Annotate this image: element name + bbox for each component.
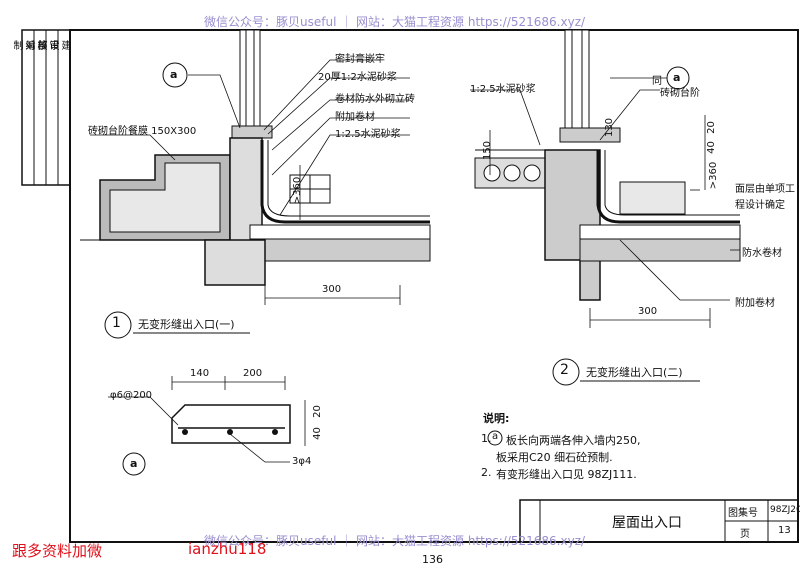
detail-a-rebar-main: φ6@200 [110, 390, 153, 401]
red-contact-right: ianzhu118 [188, 540, 267, 558]
detail-a-dim: 40 [311, 427, 323, 440]
note-ref-circle [487, 430, 503, 446]
detail2-dim: >360 [708, 161, 720, 190]
detail1-title-number: 1 [112, 315, 121, 331]
note-number: 1. [481, 432, 492, 445]
sheet-page-number: 13 [778, 525, 791, 536]
watermark-bottom: 微信公众号：豚贝useful ｜ 网站：大猫工程资源 https://52168… [204, 534, 586, 548]
note-text: 板长向两端各伸入墙内250, [506, 434, 641, 447]
detail2-label: 防水卷材 [742, 248, 782, 259]
detail2-dim: 300 [638, 306, 658, 317]
page-number: 136 [422, 553, 443, 566]
detail1-label: 附加卷材 [335, 112, 375, 123]
detail2-dim: 130 [604, 117, 616, 138]
detail-a-rebar-bottom: 3φ4 [292, 456, 312, 467]
detail-a-section [108, 376, 306, 476]
atlas-number: 98ZJ201 [770, 505, 800, 515]
detail2-label: 面层由单项工 [735, 184, 795, 195]
red-contact-left: 跟多资料加微 [12, 542, 103, 560]
detail2-label: 程设计确定 [735, 200, 785, 211]
note-text: 板采用C20 细石砼预制. [496, 451, 613, 464]
detail2-marker: a [673, 71, 681, 84]
detail-a-dim: 200 [243, 368, 263, 379]
note-number: 2. [481, 466, 492, 479]
detail2-label: 砖砌台阶 [660, 88, 700, 99]
notes-heading: 说明: [483, 412, 510, 425]
side-label: 审核 [35, 40, 58, 50]
detail1-title: 无变形缝出入口(一) [138, 318, 235, 331]
drawing-title: 屋面出入口 [612, 515, 682, 531]
detail-1-section [80, 29, 431, 339]
detail2-label: 1:2.5水泥砂浆 [470, 84, 536, 95]
note-text: 有变形缝出入口见 98ZJ111. [496, 468, 637, 481]
detail1-label: 砖砌台阶餐膜 150X300 [88, 126, 197, 137]
side-label: 建设部 [35, 40, 70, 50]
watermark-top: 微信公众号：豚贝useful ｜ 网站：大猫工程资源 https://52168… [204, 15, 586, 29]
detail1-label: 密封膏嵌牢 [335, 54, 385, 65]
detail1-label: 1:2.5水泥砂浆 [335, 129, 401, 140]
detail1-dim-width: 300 [322, 284, 342, 295]
title-block-frame [519, 499, 799, 543]
detail-a-marker: a [130, 457, 138, 470]
detail1-dim-height: >360 [292, 176, 304, 205]
detail2-title-number: 2 [560, 362, 569, 378]
detail1-marker: a [170, 68, 178, 81]
side-label: 编制 [11, 40, 34, 50]
note-ref-marker: a [492, 431, 499, 442]
atlas-label: 图集号 [728, 508, 758, 519]
detail2-dim: 40 [705, 141, 717, 154]
detail-2-section [470, 29, 741, 386]
detail2-label: 同 [652, 76, 662, 87]
detail1-label: 卷材防水外砌立砖 [335, 94, 415, 105]
detail2-dim: 20 [705, 121, 717, 134]
detail-a-dim: 20 [311, 405, 323, 418]
detail2-label: 附加卷材 [735, 298, 775, 309]
detail2-dim: 150 [482, 140, 494, 161]
detail-a-dim: 140 [190, 368, 210, 379]
detail2-title: 无变形缝出入口(二) [586, 366, 683, 379]
page-label: 页 [740, 529, 750, 540]
side-label: 校对 [23, 40, 46, 50]
sheet-border [69, 29, 799, 543]
detail1-label: 20厚1:2水泥砂浆 [318, 72, 397, 83]
